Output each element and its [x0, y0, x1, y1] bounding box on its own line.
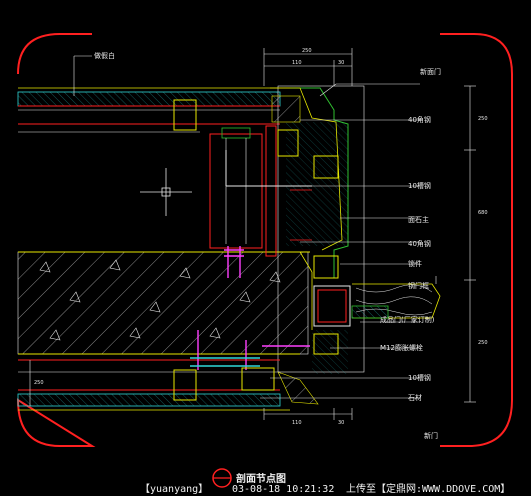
label-bottom-right: 新门	[424, 431, 438, 440]
label-steel-angle-2: 40角钢	[408, 239, 431, 248]
footer-upload: 上传至【定鼎网:WWW.DDOVE.COM】	[346, 482, 510, 495]
title-badge-icon	[212, 468, 232, 488]
top-wall	[17, 87, 290, 133]
dim-bottom-left: 110	[292, 420, 302, 426]
right-column	[270, 85, 365, 405]
label-top-left: 做假白	[94, 51, 115, 60]
dim-right-top: 250	[478, 116, 488, 122]
steel-posts	[209, 125, 312, 257]
anchor-plates	[173, 99, 351, 401]
label-door-edge: 钢门框	[408, 281, 429, 290]
label-steel-channel-1: 10槽钢	[408, 181, 431, 190]
label-stone: 面石主	[408, 215, 429, 224]
concrete-slab	[17, 251, 313, 355]
dim-bottom-right: 30	[338, 420, 344, 426]
dim-right-bottom: 250	[478, 340, 488, 346]
dim-top-left: 110	[292, 60, 302, 66]
footer-user: 【yuanyang】	[140, 483, 208, 495]
label-bolt: M12膨胀螺栓	[380, 343, 423, 352]
footer-date: 03-08-18 10:21:32	[232, 484, 334, 495]
dimension-lines	[29, 48, 476, 420]
dim-top-total: 250	[302, 48, 312, 54]
label-stone-2: 石材	[408, 393, 422, 402]
label-top-right: 新面门	[420, 67, 441, 76]
label-lock: 锁件	[408, 259, 422, 268]
dim-top-right: 30	[338, 60, 344, 66]
label-steel-channel-2: 10槽钢	[408, 373, 431, 382]
dim-left-side: 250	[34, 380, 44, 386]
bolt-icon	[190, 246, 310, 370]
bottom-wall	[17, 359, 290, 411]
label-door-frame: 成品门(厂家订制)	[380, 315, 435, 324]
door-frame	[351, 283, 441, 319]
crosshair-icon	[140, 168, 192, 216]
leader-lines	[73, 55, 437, 399]
dim-right-mid: 680	[478, 210, 488, 216]
drawing-title: 剖面节点图	[236, 472, 286, 485]
label-steel-angle-1: 40角钢	[408, 115, 431, 124]
